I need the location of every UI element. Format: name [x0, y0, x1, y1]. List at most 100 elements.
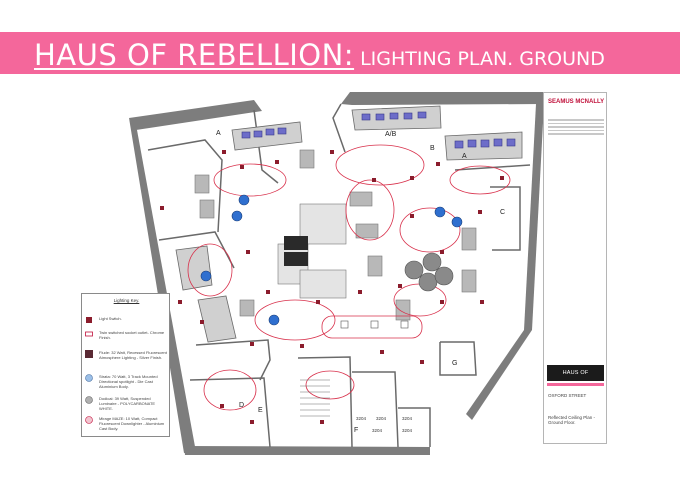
table: [349, 191, 373, 207]
spotlight: [238, 194, 250, 206]
room-code: 3204: [372, 428, 383, 433]
wall-east-angled: [466, 330, 532, 420]
fluorescent-panel: [403, 112, 413, 120]
fluorescent-panel: [417, 111, 427, 119]
fluorescent-panel: [480, 139, 490, 148]
pendant: [422, 252, 442, 272]
light-switch: [200, 320, 204, 324]
fluorescent-panel: [467, 139, 477, 148]
downlighter: [340, 320, 349, 329]
key-item-text: Dodicai: 39 Watt, Suspended Luminaire - …: [99, 396, 156, 411]
designer-logo: SEAMUS MCNALLY: [548, 99, 605, 105]
fluorescent-panel: [389, 112, 399, 120]
circuit-loop: [187, 243, 233, 297]
circuit-lines: [187, 144, 511, 411]
interior-walls: [147, 103, 531, 448]
staircase: [300, 379, 330, 417]
zone-label: E: [258, 407, 263, 414]
circuit-loop: [335, 144, 425, 186]
pendant-icon: [85, 396, 93, 404]
wall-north-left: [129, 100, 262, 130]
exterior-walls: [129, 92, 544, 455]
room-code: 3204: [376, 416, 387, 421]
fluorescent-panel-icon: [85, 350, 93, 358]
feature-downlights: [340, 320, 409, 329]
socket-outlet-icon: [85, 331, 93, 337]
room-code: 3204: [402, 416, 413, 421]
page-title-sub: LIGHTING PLAN. GROUND FLOOR.: [34, 48, 605, 104]
circuit-loop: [305, 370, 355, 400]
display-block: [284, 252, 296, 266]
room-code: 3204: [402, 428, 413, 433]
light-switch-icon: [86, 317, 92, 323]
spotlight: [268, 314, 280, 326]
zone-label: C: [500, 209, 505, 216]
circuit-loop: [345, 179, 395, 241]
light-switch: [410, 214, 414, 218]
light-switch: [220, 404, 224, 408]
light-switch: [275, 160, 279, 164]
light-switch: [398, 284, 402, 288]
display-unit: [197, 295, 237, 343]
key-item-text: Mirage MAZE: 10 Watt, Compact Fluorescen…: [99, 416, 165, 431]
wall-segment: [439, 341, 477, 376]
light-switch: [316, 300, 320, 304]
table: [299, 149, 315, 169]
circuit-loop: [449, 165, 511, 195]
table: [194, 174, 210, 194]
key-item-text: Twin switched socket outlet- Chrome Fini…: [99, 330, 165, 340]
light-switch: [420, 360, 424, 364]
page-title-main: HAUS OF REBELLION:: [34, 38, 355, 72]
title-block-notes: [548, 119, 604, 139]
table: [395, 299, 411, 321]
zone-label: F: [354, 427, 358, 434]
room-code: 3204: [356, 416, 367, 421]
light-switch: [320, 420, 324, 424]
pendant: [418, 272, 438, 292]
wall-segment: [147, 139, 223, 233]
display-block: [284, 236, 296, 250]
light-switch: [500, 176, 504, 180]
wall-segment: [332, 103, 346, 153]
fluorescent-panels: [241, 111, 516, 149]
wall-segment: [158, 231, 235, 269]
wall-segment: [490, 186, 521, 251]
feature-ceiling-outline: [321, 315, 423, 339]
title-block: SEAMUS MCNALLY HAUS OF REBELLION OXFORD …: [543, 92, 607, 444]
downlighter-icon: [85, 416, 93, 424]
light-switch: [478, 210, 482, 214]
counter: [299, 269, 347, 299]
fluorescent-panel: [253, 130, 263, 138]
pendant: [404, 260, 424, 280]
page-title: HAUS OF REBELLION:LIGHTING PLAN. GROUND …: [34, 38, 680, 106]
light-switch: [222, 150, 226, 154]
zone-label: D: [239, 402, 244, 409]
light-switch: [178, 300, 182, 304]
light-switch: [266, 290, 270, 294]
fluorescent-panel: [241, 131, 251, 139]
zone-label: B: [430, 145, 435, 152]
light-switch: [410, 176, 414, 180]
light-switch: [330, 150, 334, 154]
light-switch: [250, 342, 254, 346]
light-switch: [300, 344, 304, 348]
table: [355, 223, 379, 239]
spotlight-icon: [85, 374, 93, 382]
fluorescent-panel: [493, 138, 503, 147]
wall-segment: [398, 407, 431, 447]
pendant: [434, 266, 454, 286]
light-switch: [250, 420, 254, 424]
light-switch: [480, 300, 484, 304]
furniture: [194, 149, 477, 321]
zone-label: A/B: [385, 131, 397, 138]
wall-west: [129, 118, 196, 453]
wall-east: [524, 104, 544, 330]
room-codes: 3204 3204 3204 3204 3204: [356, 416, 413, 433]
display-block: [296, 236, 308, 250]
light-switch: [246, 250, 250, 254]
project-address: OXFORD STREET: [548, 393, 587, 398]
table: [199, 199, 215, 219]
brand-logo: HAUS OF REBELLION: [547, 365, 604, 392]
wall-south: [184, 446, 430, 455]
